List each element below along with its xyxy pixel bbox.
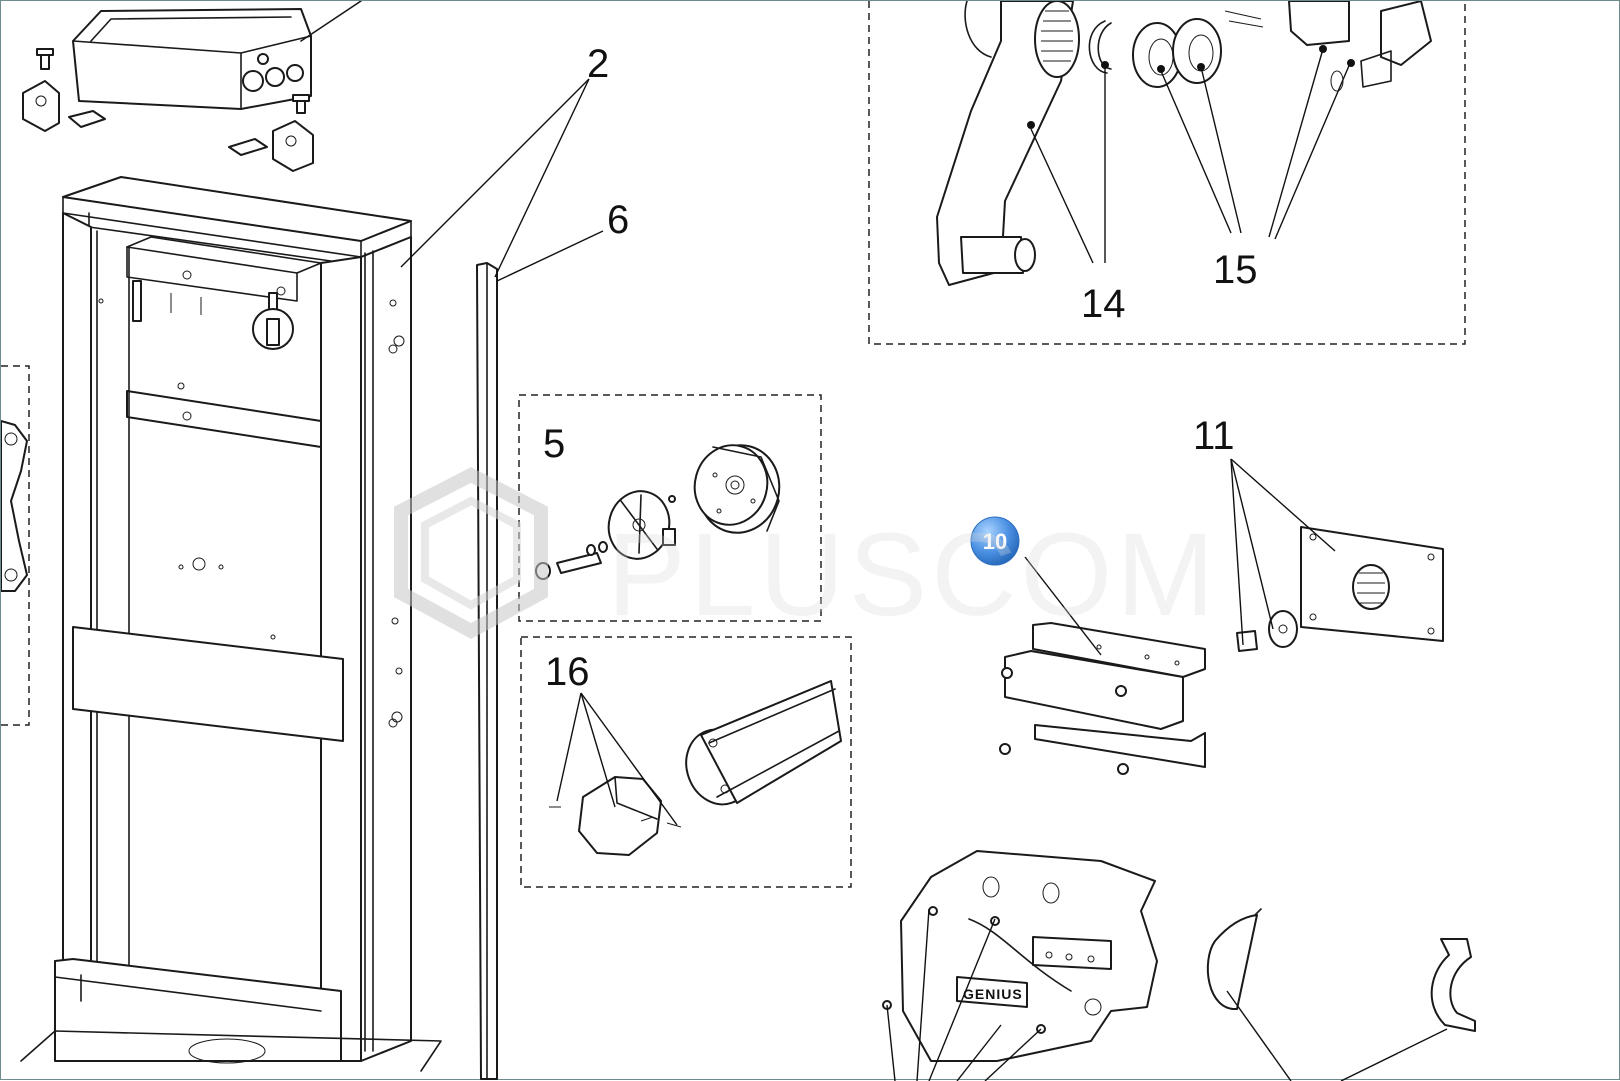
- junction-box: [72, 1, 362, 110]
- lever-arm: [936, 1, 1080, 286]
- left-inset-box: [1, 365, 30, 726]
- callout-labels: 2 6 5 16 11 14 15: [543, 42, 1258, 694]
- callout-5: 5: [543, 422, 565, 466]
- side-cover-pieces: [1206, 908, 1476, 1032]
- callout-16: 16: [545, 650, 590, 694]
- tube-cap: [578, 776, 662, 856]
- callout-6: 6: [607, 198, 629, 242]
- callout-14: 14: [1081, 282, 1126, 326]
- bottom-cover: [882, 850, 1158, 1062]
- motor-plate: [1236, 526, 1444, 652]
- gear-housing: [693, 444, 781, 534]
- mounting-bracket-right: [228, 120, 314, 172]
- vertical-rail: [476, 262, 498, 1080]
- limit-switch: [1224, 1, 1432, 92]
- bushing-pair: [1132, 18, 1222, 88]
- inset-box-5: [518, 394, 822, 622]
- inset-box-16: [520, 636, 852, 888]
- screw-top-left: [36, 48, 310, 114]
- mounting-bracket-left: [22, 80, 106, 132]
- brand-plate: GENIUS: [956, 976, 1028, 1008]
- gear-disc: [607, 490, 676, 560]
- brand-plate-text: GENIUS: [963, 986, 1023, 1002]
- watermark-text: PLUSCOM: [607, 509, 1219, 641]
- callout-11: 11: [1193, 414, 1235, 458]
- highlight-badge[interactable]: 10: [970, 516, 1020, 566]
- leader-lines: [400, 45, 1448, 1081]
- cabinet-frame: [20, 176, 442, 1072]
- watermark: PLUSCOM: [394, 467, 1219, 641]
- highlight-badge-text: 10: [983, 529, 1007, 554]
- angle-bracket: [999, 622, 1206, 775]
- callout-15: 15: [1213, 248, 1258, 292]
- inset-box-14-15: [868, 1, 1466, 345]
- arm-tube: [685, 680, 842, 806]
- callout-2: 2: [587, 42, 609, 86]
